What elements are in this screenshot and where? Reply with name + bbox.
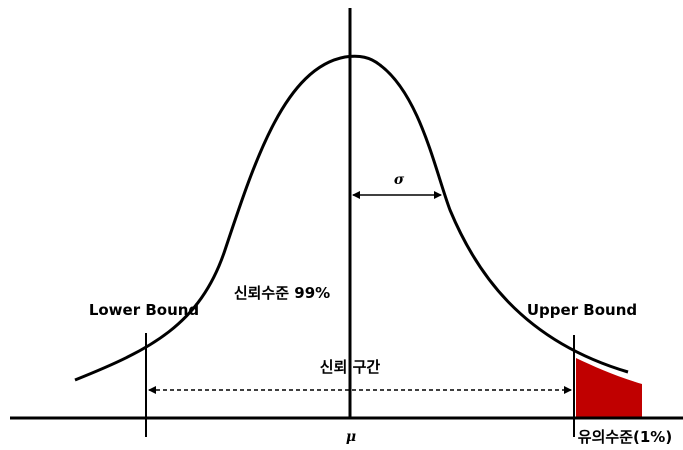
mu-label: μ <box>346 429 356 445</box>
significance-level-label: 유의수준(1%) <box>578 428 672 446</box>
confidence-interval-label: 신뢰 구간 <box>320 358 381 376</box>
lower-bound-label: Lower Bound <box>89 301 199 319</box>
confidence-level-label: 신뢰수준 99% <box>234 284 330 302</box>
sigma-label: σ <box>394 172 405 188</box>
upper-bound-label: Upper Bound <box>527 301 637 319</box>
bell-curve <box>74 54 629 382</box>
significance-tail-region <box>576 358 642 417</box>
